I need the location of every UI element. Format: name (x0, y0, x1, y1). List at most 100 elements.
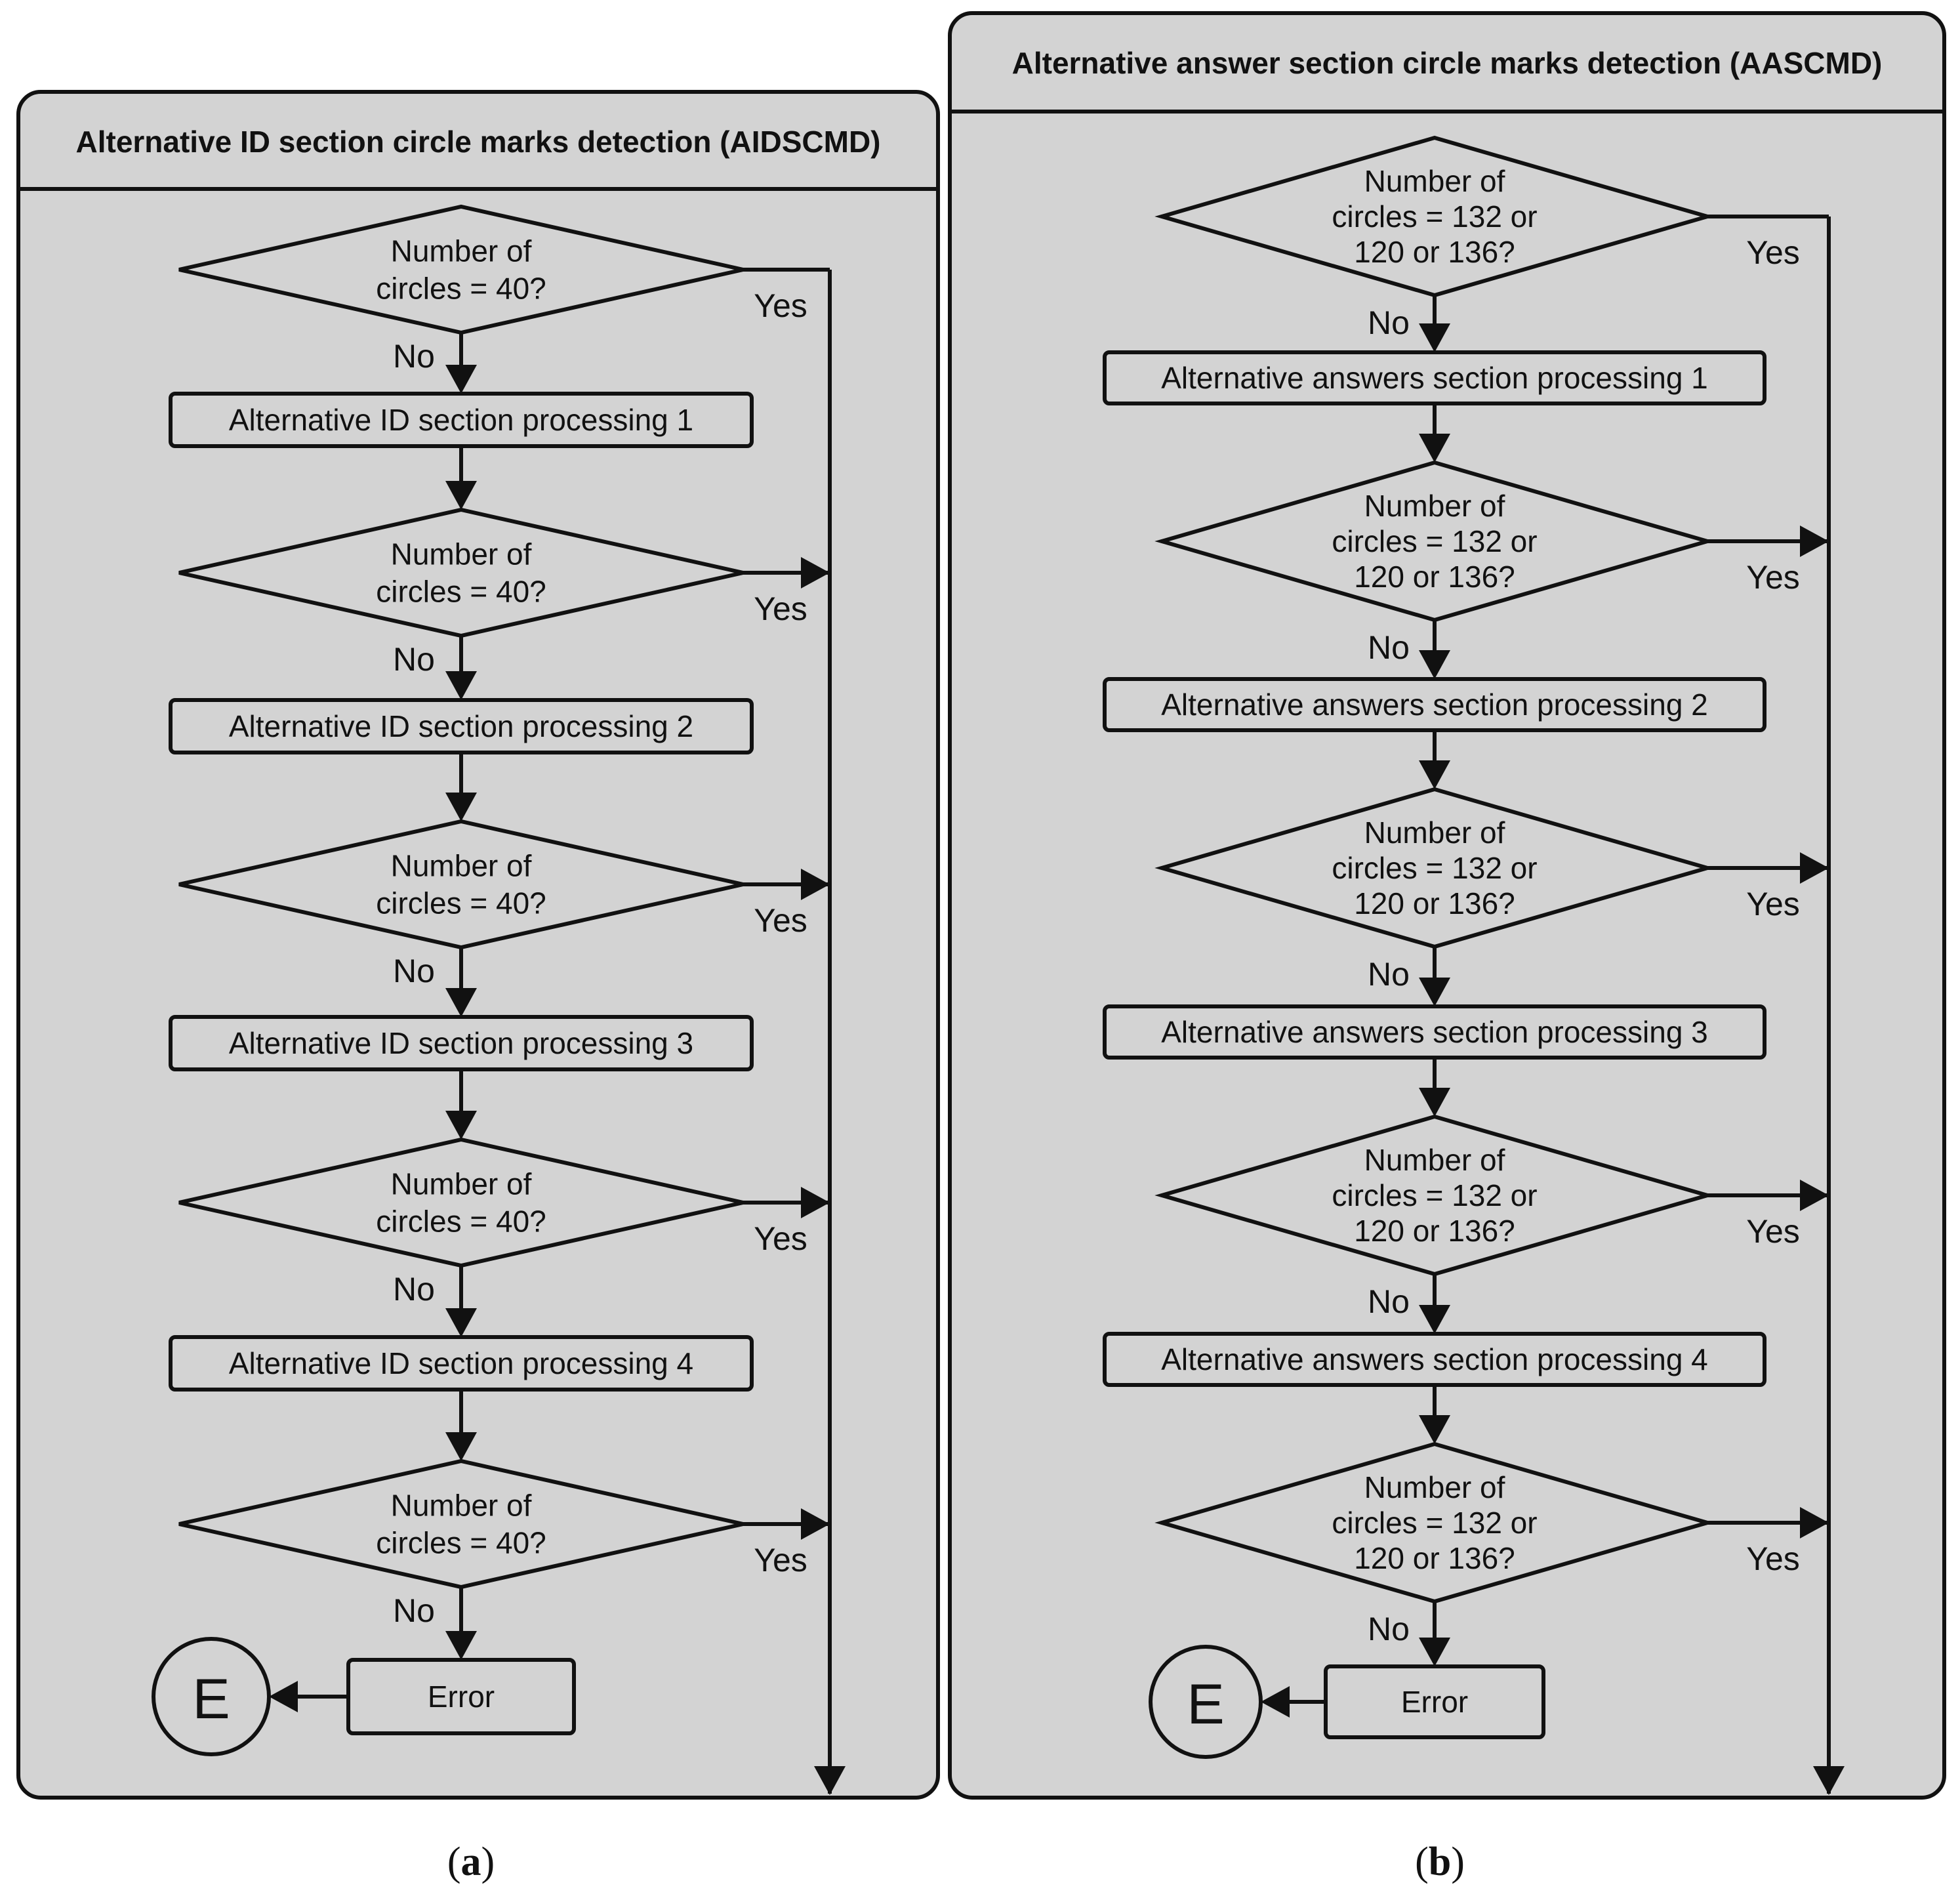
decision-label: Number of (1364, 164, 1505, 198)
yes-edge-arrowhead (1800, 852, 1829, 884)
caption-close-paren: ) (481, 1840, 495, 1884)
yes-label: Yes (1746, 886, 1800, 922)
yes-label: Yes (754, 287, 807, 324)
yes-label: Yes (1746, 559, 1800, 596)
end-terminal-label: E (1187, 1673, 1224, 1736)
process-label: Alternative ID section processing 4 (229, 1346, 693, 1380)
no-label: No (393, 1592, 435, 1629)
flow-edge-arrowhead (1419, 760, 1450, 789)
decision-label: Number of (391, 849, 532, 883)
panel-title: Alternative ID section circle marks dete… (76, 125, 881, 159)
yes-bus-arrowhead (814, 1766, 846, 1795)
decision-label: circles = 40? (376, 272, 546, 306)
caption-open-paren: ( (447, 1840, 461, 1884)
decision-label: circles = 40? (376, 575, 546, 609)
yes-edge-arrowhead (1800, 1507, 1829, 1538)
caption-letter: b (1429, 1840, 1451, 1884)
error-edge-arrowhead (269, 1681, 298, 1712)
no-edge-arrowhead (445, 365, 477, 394)
no-label: No (393, 953, 435, 989)
caption-letter: a (461, 1840, 481, 1884)
decision-label: Number of (391, 234, 532, 268)
decision-label: circles = 132 or (1332, 199, 1537, 234)
end-terminal (1149, 1645, 1263, 1759)
error-edge-arrowhead (1261, 1686, 1290, 1718)
no-edge-arrowhead (445, 988, 477, 1017)
decision-label: circles = 132 or (1332, 1506, 1537, 1540)
flow-edge-arrowhead (445, 481, 477, 510)
no-edge-arrowhead (1419, 323, 1450, 352)
error-label: Error (428, 1680, 495, 1714)
panel-caption: (a) (447, 1840, 495, 1884)
no-edge-arrowhead (1419, 978, 1450, 1006)
decision-label: Number of (1364, 1470, 1505, 1504)
no-label: No (393, 338, 435, 375)
decision-label: Number of (391, 537, 532, 571)
no-edge-arrowhead (1419, 650, 1450, 679)
decision-label: Number of (1364, 815, 1505, 850)
no-label: No (393, 1271, 435, 1308)
flow-edge-arrowhead (445, 1111, 477, 1140)
flow-edge-arrowhead (445, 793, 477, 821)
decision-label: 120 or 136? (1354, 235, 1515, 269)
panel-a-aidscmd: Alternative ID section circle marks dete… (16, 90, 940, 1884)
process-label: Alternative answers section processing 2 (1161, 688, 1708, 722)
decision-label: Number of (391, 1167, 532, 1201)
decision-label: circles = 132 or (1332, 524, 1537, 558)
process-label: Alternative answers section processing 1 (1161, 361, 1708, 395)
caption-open-paren: ( (1415, 1840, 1429, 1884)
yes-edge-arrowhead (801, 557, 830, 588)
yes-edge-arrowhead (1800, 1180, 1829, 1211)
yes-edge-arrowhead (801, 869, 830, 900)
panel-b-aascmd: Alternative answer section circle marks … (948, 11, 1946, 1884)
no-label: No (1368, 1611, 1410, 1647)
panel-caption: (b) (1415, 1840, 1465, 1884)
yes-label: Yes (1746, 1213, 1800, 1250)
process-label: Alternative ID section processing 1 (229, 403, 693, 437)
decision-label: circles = 40? (376, 1526, 546, 1560)
yes-label: Yes (754, 590, 807, 627)
end-terminal-label: E (192, 1668, 230, 1731)
decision-label: Number of (391, 1489, 532, 1523)
no-label: No (1368, 629, 1410, 666)
decision-label: 120 or 136? (1354, 560, 1515, 594)
yes-bus-arrowhead (1813, 1766, 1845, 1795)
decision-label: 120 or 136? (1354, 1541, 1515, 1575)
error-label: Error (1401, 1685, 1468, 1719)
no-edge-arrowhead (445, 1308, 477, 1337)
yes-label: Yes (754, 1542, 807, 1578)
yes-label: Yes (754, 1220, 807, 1257)
flow-edge-arrowhead (445, 1432, 477, 1461)
panel-title: Alternative answer section circle marks … (1012, 46, 1883, 80)
yes-edge-arrowhead (801, 1508, 830, 1540)
process-label: Alternative ID section processing 2 (229, 709, 693, 743)
decision-label: Number of (1364, 489, 1505, 523)
flow-edge-arrowhead (1419, 1088, 1450, 1117)
yes-label: Yes (1746, 234, 1800, 271)
decision-label: circles = 132 or (1332, 1178, 1537, 1212)
yes-label: Yes (1746, 1540, 1800, 1577)
process-label: Alternative answers section processing 3 (1161, 1015, 1708, 1049)
decision-label: circles = 40? (376, 1205, 546, 1239)
flow-edge-arrowhead (1419, 1415, 1450, 1444)
yes-edge-arrowhead (801, 1187, 830, 1218)
process-label: Alternative answers section processing 4 (1161, 1342, 1708, 1376)
decision-label: circles = 40? (376, 886, 546, 920)
decision-label: 120 or 136? (1354, 886, 1515, 920)
decision-label: Number of (1364, 1143, 1505, 1177)
no-edge-arrowhead (1419, 1638, 1450, 1666)
caption-close-paren: ) (1451, 1840, 1465, 1884)
end-terminal (152, 1637, 271, 1756)
no-label: No (1368, 1283, 1410, 1320)
yes-label: Yes (754, 902, 807, 939)
yes-edge-arrowhead (1800, 526, 1829, 557)
process-label: Alternative ID section processing 3 (229, 1026, 693, 1060)
flow-edge-arrowhead (1419, 434, 1450, 463)
no-label: No (1368, 304, 1410, 341)
decision-label: 120 or 136? (1354, 1214, 1515, 1248)
no-edge-arrowhead (445, 1631, 477, 1660)
no-label: No (1368, 956, 1410, 993)
decision-label: circles = 132 or (1332, 851, 1537, 885)
no-edge-arrowhead (1419, 1305, 1450, 1334)
